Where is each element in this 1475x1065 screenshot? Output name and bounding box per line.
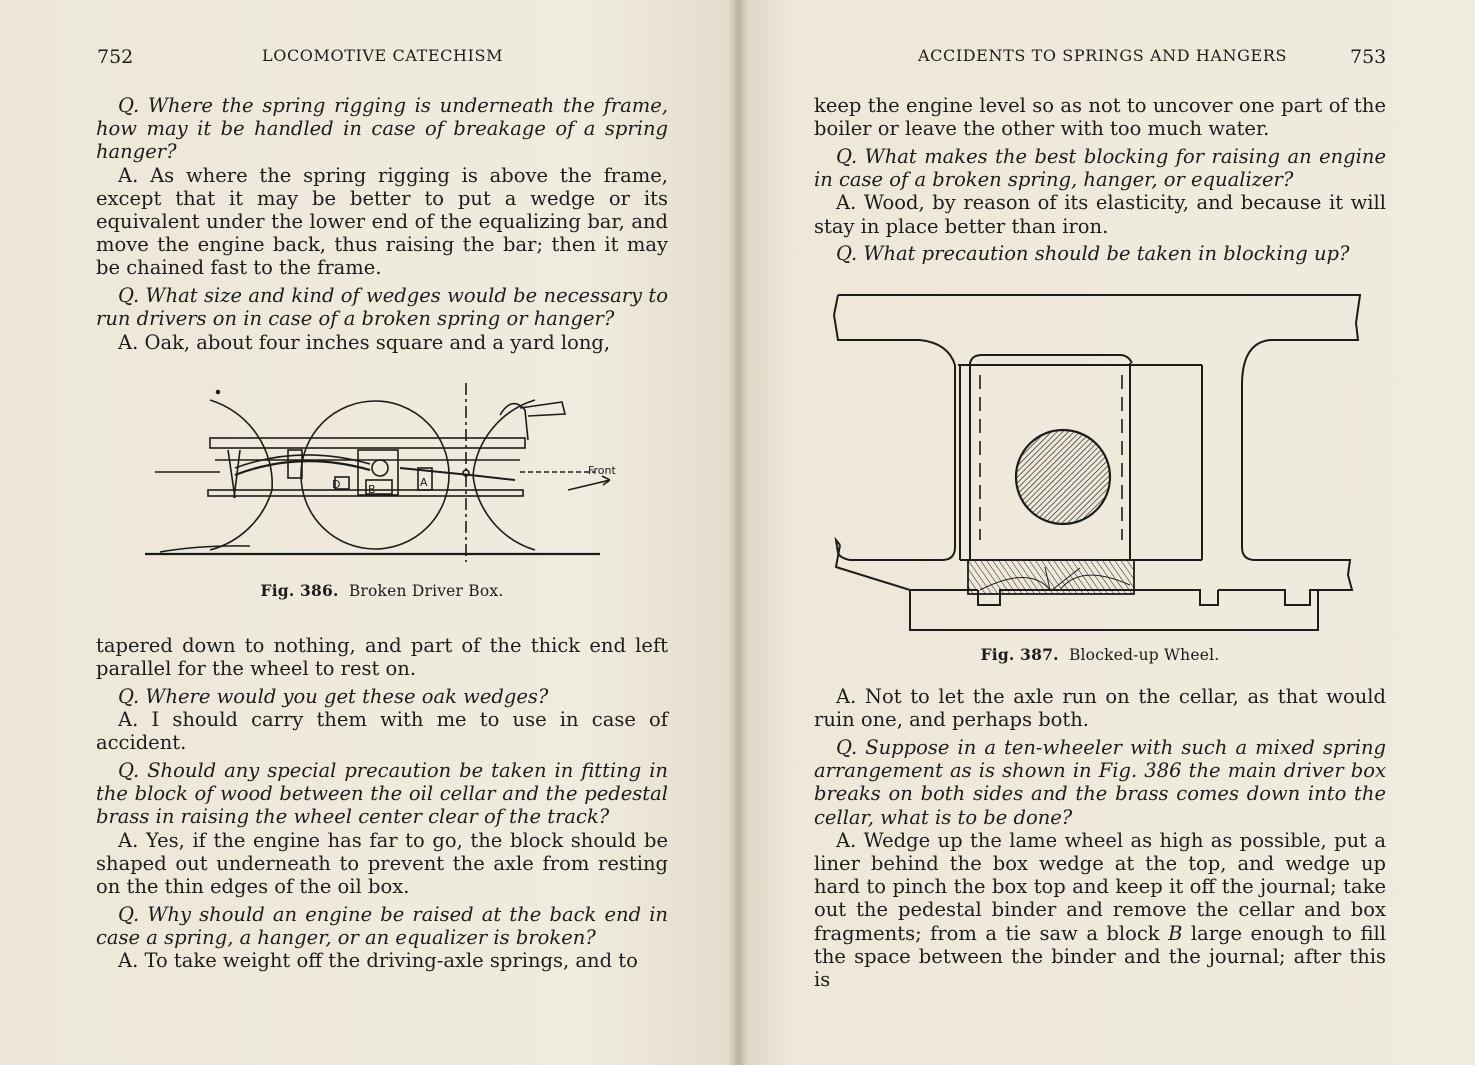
- right-page: ACCIDENTS TO SPRINGS AND HANGERS 753 kee…: [738, 0, 1475, 1065]
- left-text-bottom: tapered down to nothing, and part of the…: [96, 634, 668, 977]
- page-number: 752: [97, 46, 134, 68]
- label-d: D: [332, 478, 341, 491]
- label-b: B: [368, 483, 376, 496]
- figure-number: Fig. 387.: [980, 645, 1059, 664]
- right-text-top: keep the engine level so as not to uncov…: [814, 94, 1386, 270]
- figure-title: Blocked-up Wheel.: [1068, 646, 1220, 664]
- answer: A. As where the spring rigging is above …: [96, 163, 668, 280]
- blocked-up-wheel-diagram: [832, 294, 1362, 631]
- label-a: A: [420, 476, 428, 489]
- right-text-bottom: A. Not to let the axle run on the cellar…: [814, 685, 1386, 996]
- broken-driver-box-diagram: [145, 383, 610, 562]
- figure-title: Broken Driver Box.: [348, 582, 504, 600]
- left-page: 752 LOCOMOTIVE CATECHISM Q. Where the sp…: [0, 0, 738, 1065]
- question: Q. What size and kind of wedges would be…: [96, 284, 668, 331]
- question: Q. Should any special precaution be take…: [96, 759, 668, 829]
- page-number: 753: [1350, 46, 1387, 68]
- label-front: Front: [588, 464, 616, 477]
- question: Q. Why should an engine be raised at the…: [96, 902, 668, 949]
- left-text-top: Q. Where the spring rigging is underneat…: [96, 94, 668, 358]
- block-letter: B: [1168, 921, 1183, 945]
- continuation-text: keep the engine level so as not to uncov…: [814, 94, 1386, 141]
- question: Q. Where the spring rigging is underneat…: [96, 94, 668, 164]
- question: Q. What makes the best blocking for rais…: [814, 144, 1386, 192]
- question: Q. What precaution should be taken in bl…: [836, 242, 1350, 266]
- answer-text: A. Wedge up the lame wheel as high as po…: [814, 828, 1386, 945]
- book-gutter: [728, 0, 748, 1065]
- answer: A. I should carry them with me to use in…: [96, 708, 668, 755]
- question: Q. Suppose in a ten-wheeler with such a …: [814, 735, 1386, 829]
- answer: A. To take weight off the driving-axle s…: [118, 949, 638, 973]
- figure-number: Fig. 386.: [260, 581, 339, 600]
- running-head: ACCIDENTS TO SPRINGS AND HANGERS: [918, 46, 1288, 65]
- answer: A. Oak, about four inches square and a y…: [118, 330, 611, 354]
- answer: A. Yes, if the engine has far to go, the…: [96, 828, 668, 899]
- figure-caption: Fig. 386. Broken Driver Box.: [96, 581, 668, 600]
- answer: A. Wedge up the lame wheel as high as po…: [814, 829, 1386, 991]
- answer: A. Not to let the axle run on the cellar…: [814, 685, 1386, 732]
- figure-caption: Fig. 387. Blocked-up Wheel.: [814, 645, 1386, 664]
- answer-text: large enough to fill the space between t…: [814, 921, 1386, 991]
- question: Q. Where would you get these oak wedges?: [118, 684, 549, 708]
- continuation-text: tapered down to nothing, and part of the…: [96, 634, 668, 681]
- running-head: LOCOMOTIVE CATECHISM: [262, 46, 504, 65]
- answer: A. Wood, by reason of its elasticity, an…: [814, 191, 1386, 238]
